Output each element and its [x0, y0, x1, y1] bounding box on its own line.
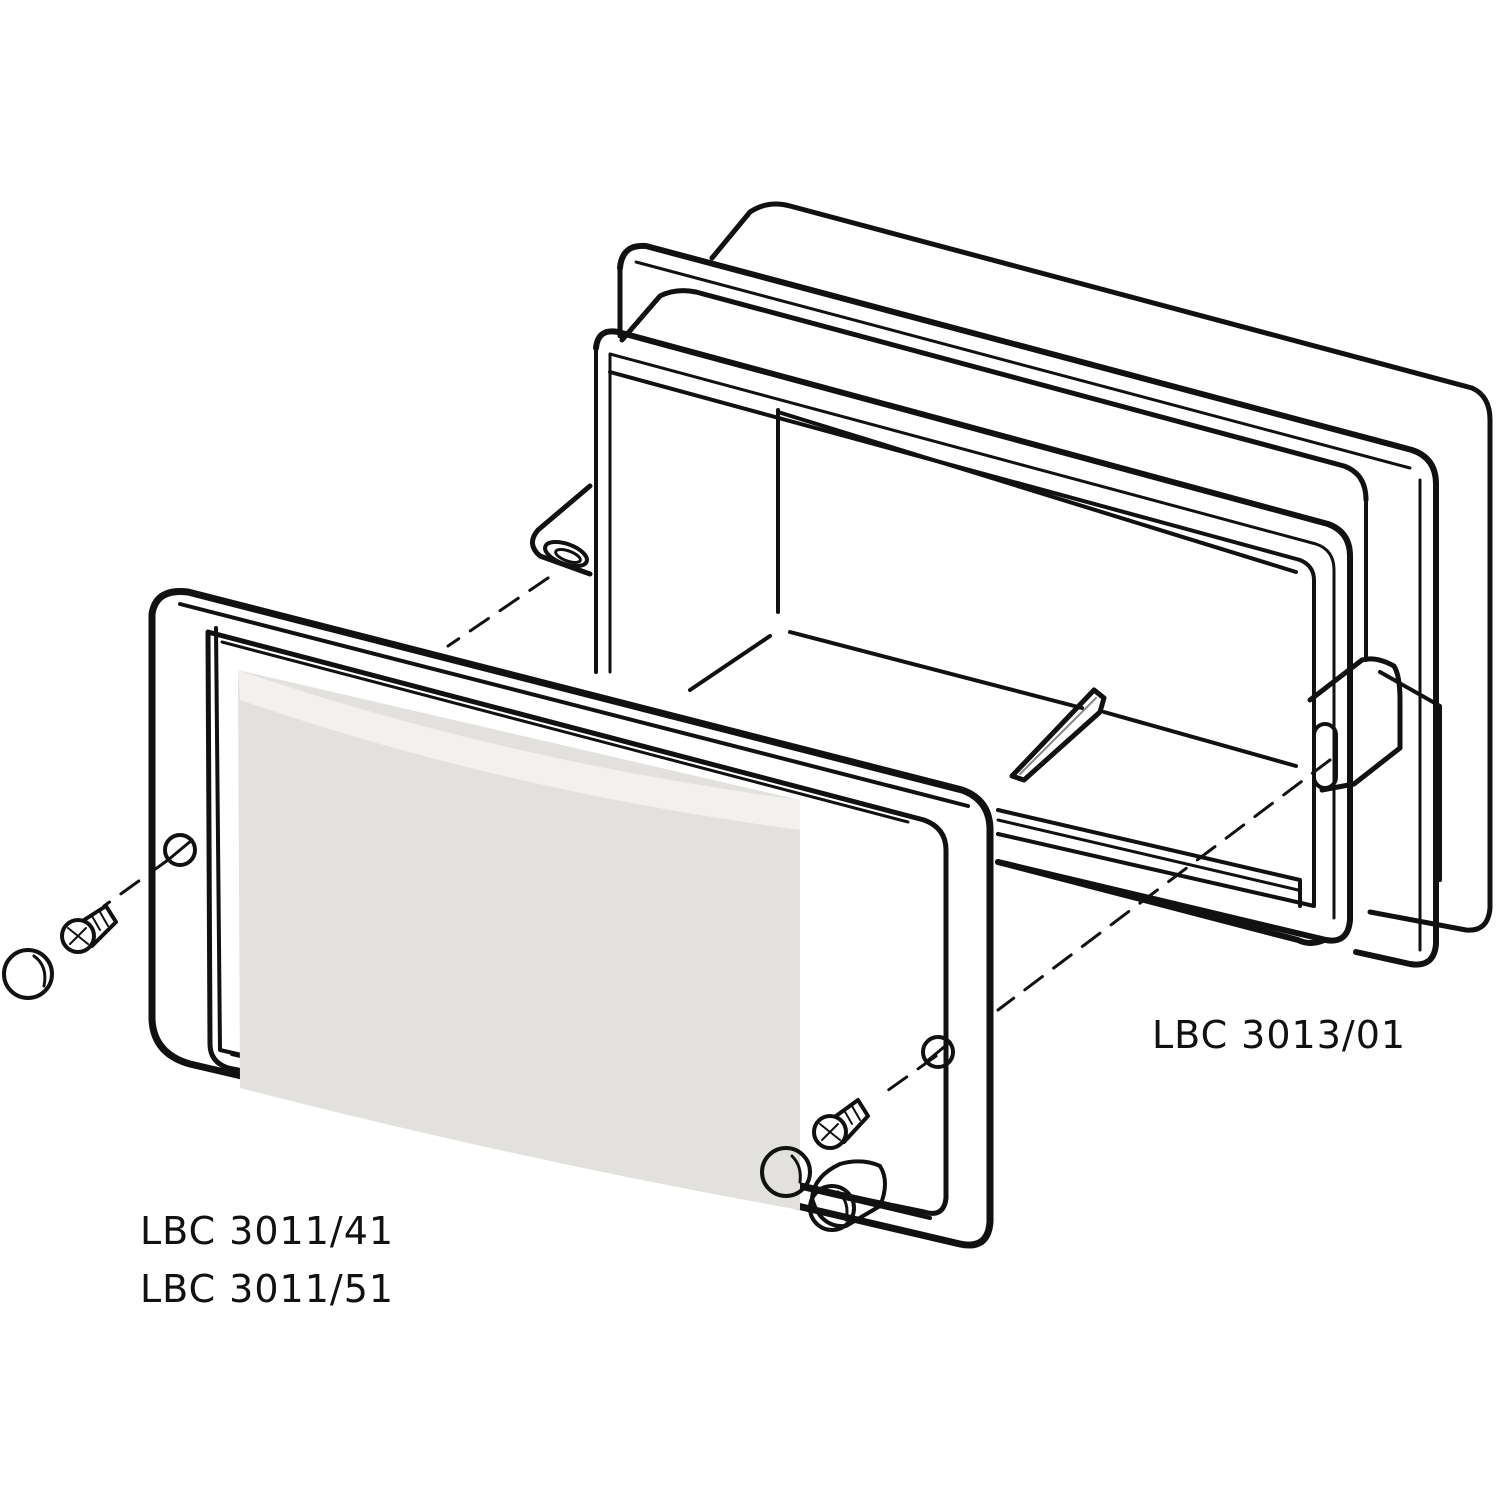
cover-plate-bevel: [205, 629, 949, 1216]
back-box: [530, 201, 1493, 968]
back-box-label: LBC 3013/01: [1152, 1013, 1407, 1057]
back-box-outer-flange: [617, 242, 1439, 968]
back-box-front-rim: [593, 328, 1353, 944]
left-lug-slot: [543, 539, 589, 569]
back-box-clip: [1009, 687, 1107, 783]
plate-screw-hole-right: [921, 1035, 955, 1069]
plate-screw-hole-left: [163, 833, 197, 867]
caps-right: [760, 1146, 887, 1232]
back-box-right-lug: [1307, 656, 1403, 793]
cover-plate: [148, 587, 994, 1249]
cover-plate-outer: [148, 587, 994, 1249]
screw-left: [60, 904, 118, 954]
cap-right-large-icon: [810, 1159, 887, 1229]
screw-right: [812, 1098, 870, 1150]
back-box-rear-housing: [709, 201, 1493, 933]
cap-left: [2, 948, 54, 1000]
cover-plate-label-1: LBC 3011/41: [140, 1209, 395, 1253]
screw-left-head-icon: [60, 918, 96, 954]
back-box-left-lug: [530, 483, 593, 577]
cap-left-icon: [2, 948, 54, 1000]
cap-right-small-icon: [760, 1146, 812, 1198]
screw-right-head-icon: [812, 1114, 848, 1150]
cover-plate-label-2: LBC 3011/51: [140, 1267, 395, 1311]
right-lug-slot: [1312, 722, 1338, 790]
